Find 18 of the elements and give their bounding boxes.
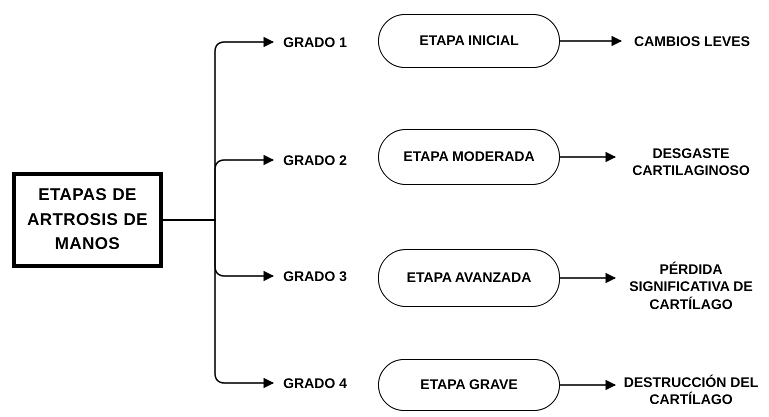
outcome-text: CAMBIOS LEVES	[622, 30, 762, 54]
arrow	[163, 219, 274, 388]
outcome-text: PÉRDIDA SIGNIFICATIVA DE CARTÍLAGO	[616, 255, 766, 319]
arrow	[560, 36, 622, 46]
outcome-text: DESTRUCCIÓN DEL CARTÍLAGO	[616, 369, 766, 413]
stage-pill: ETAPA MODERADA	[378, 129, 560, 185]
grade-label: GRADO 1	[274, 30, 356, 54]
arrow	[560, 380, 616, 390]
title-box: ETAPAS DE ARTROSIS DE MANOS	[12, 172, 163, 268]
grade-label: GRADO 2	[274, 148, 356, 172]
stage-pill: ETAPA AVANZADA	[378, 249, 560, 307]
arrow	[560, 272, 616, 284]
outcome-text: DESGASTE CARTILAGINOSO	[616, 140, 766, 184]
stage-pill: ETAPA GRAVE	[378, 359, 560, 411]
grade-label: GRADO 3	[274, 264, 356, 288]
grade-label: GRADO 4	[274, 371, 356, 395]
arrow	[560, 152, 616, 162]
stage-pill: ETAPA INICIAL	[378, 14, 560, 68]
